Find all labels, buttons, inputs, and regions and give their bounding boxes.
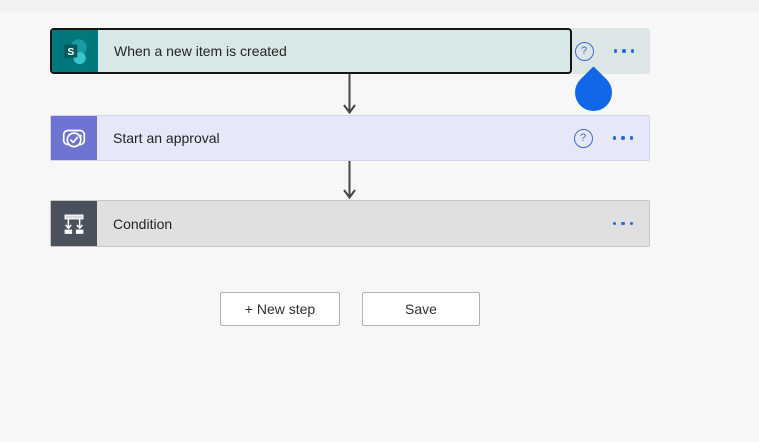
- approvals-icon: [51, 116, 97, 160]
- svg-text:S: S: [67, 47, 74, 58]
- condition-title: Condition: [113, 215, 173, 232]
- flow-step-approval[interactable]: Start an approval ?: [50, 115, 650, 161]
- approval-title: Start an approval: [113, 130, 220, 146]
- sharepoint-icon: S: [52, 30, 98, 72]
- ellipsis-menu-icon[interactable]: [612, 218, 633, 230]
- flow-step-trigger[interactable]: S When a new item is created ?: [50, 28, 650, 74]
- trigger-title: When a new item is created: [114, 43, 287, 59]
- sharepoint-logo: S: [64, 39, 87, 65]
- condition-icon: [51, 201, 97, 246]
- ellipsis-menu-icon[interactable]: [613, 45, 634, 57]
- connector-arrow: [343, 161, 356, 200]
- flow-step-condition[interactable]: Condition: [50, 200, 650, 247]
- approvals-glyph: [62, 129, 86, 148]
- trigger-card-side: ?: [572, 28, 650, 74]
- new-step-button[interactable]: + New step: [220, 292, 340, 326]
- top-strip: [0, 0, 759, 12]
- help-icon[interactable]: ?: [573, 128, 593, 148]
- help-icon[interactable]: ?: [574, 41, 594, 61]
- connector-arrow: [343, 74, 356, 115]
- save-button[interactable]: Save: [362, 292, 480, 326]
- ellipsis-menu-icon[interactable]: [612, 132, 633, 144]
- condition-glyph: [64, 214, 84, 234]
- trigger-card-header[interactable]: S When a new item is created: [50, 28, 572, 74]
- approval-card-side: ?: [373, 116, 649, 160]
- touch-cursor-icon: [567, 66, 620, 119]
- condition-card-side: [373, 201, 649, 246]
